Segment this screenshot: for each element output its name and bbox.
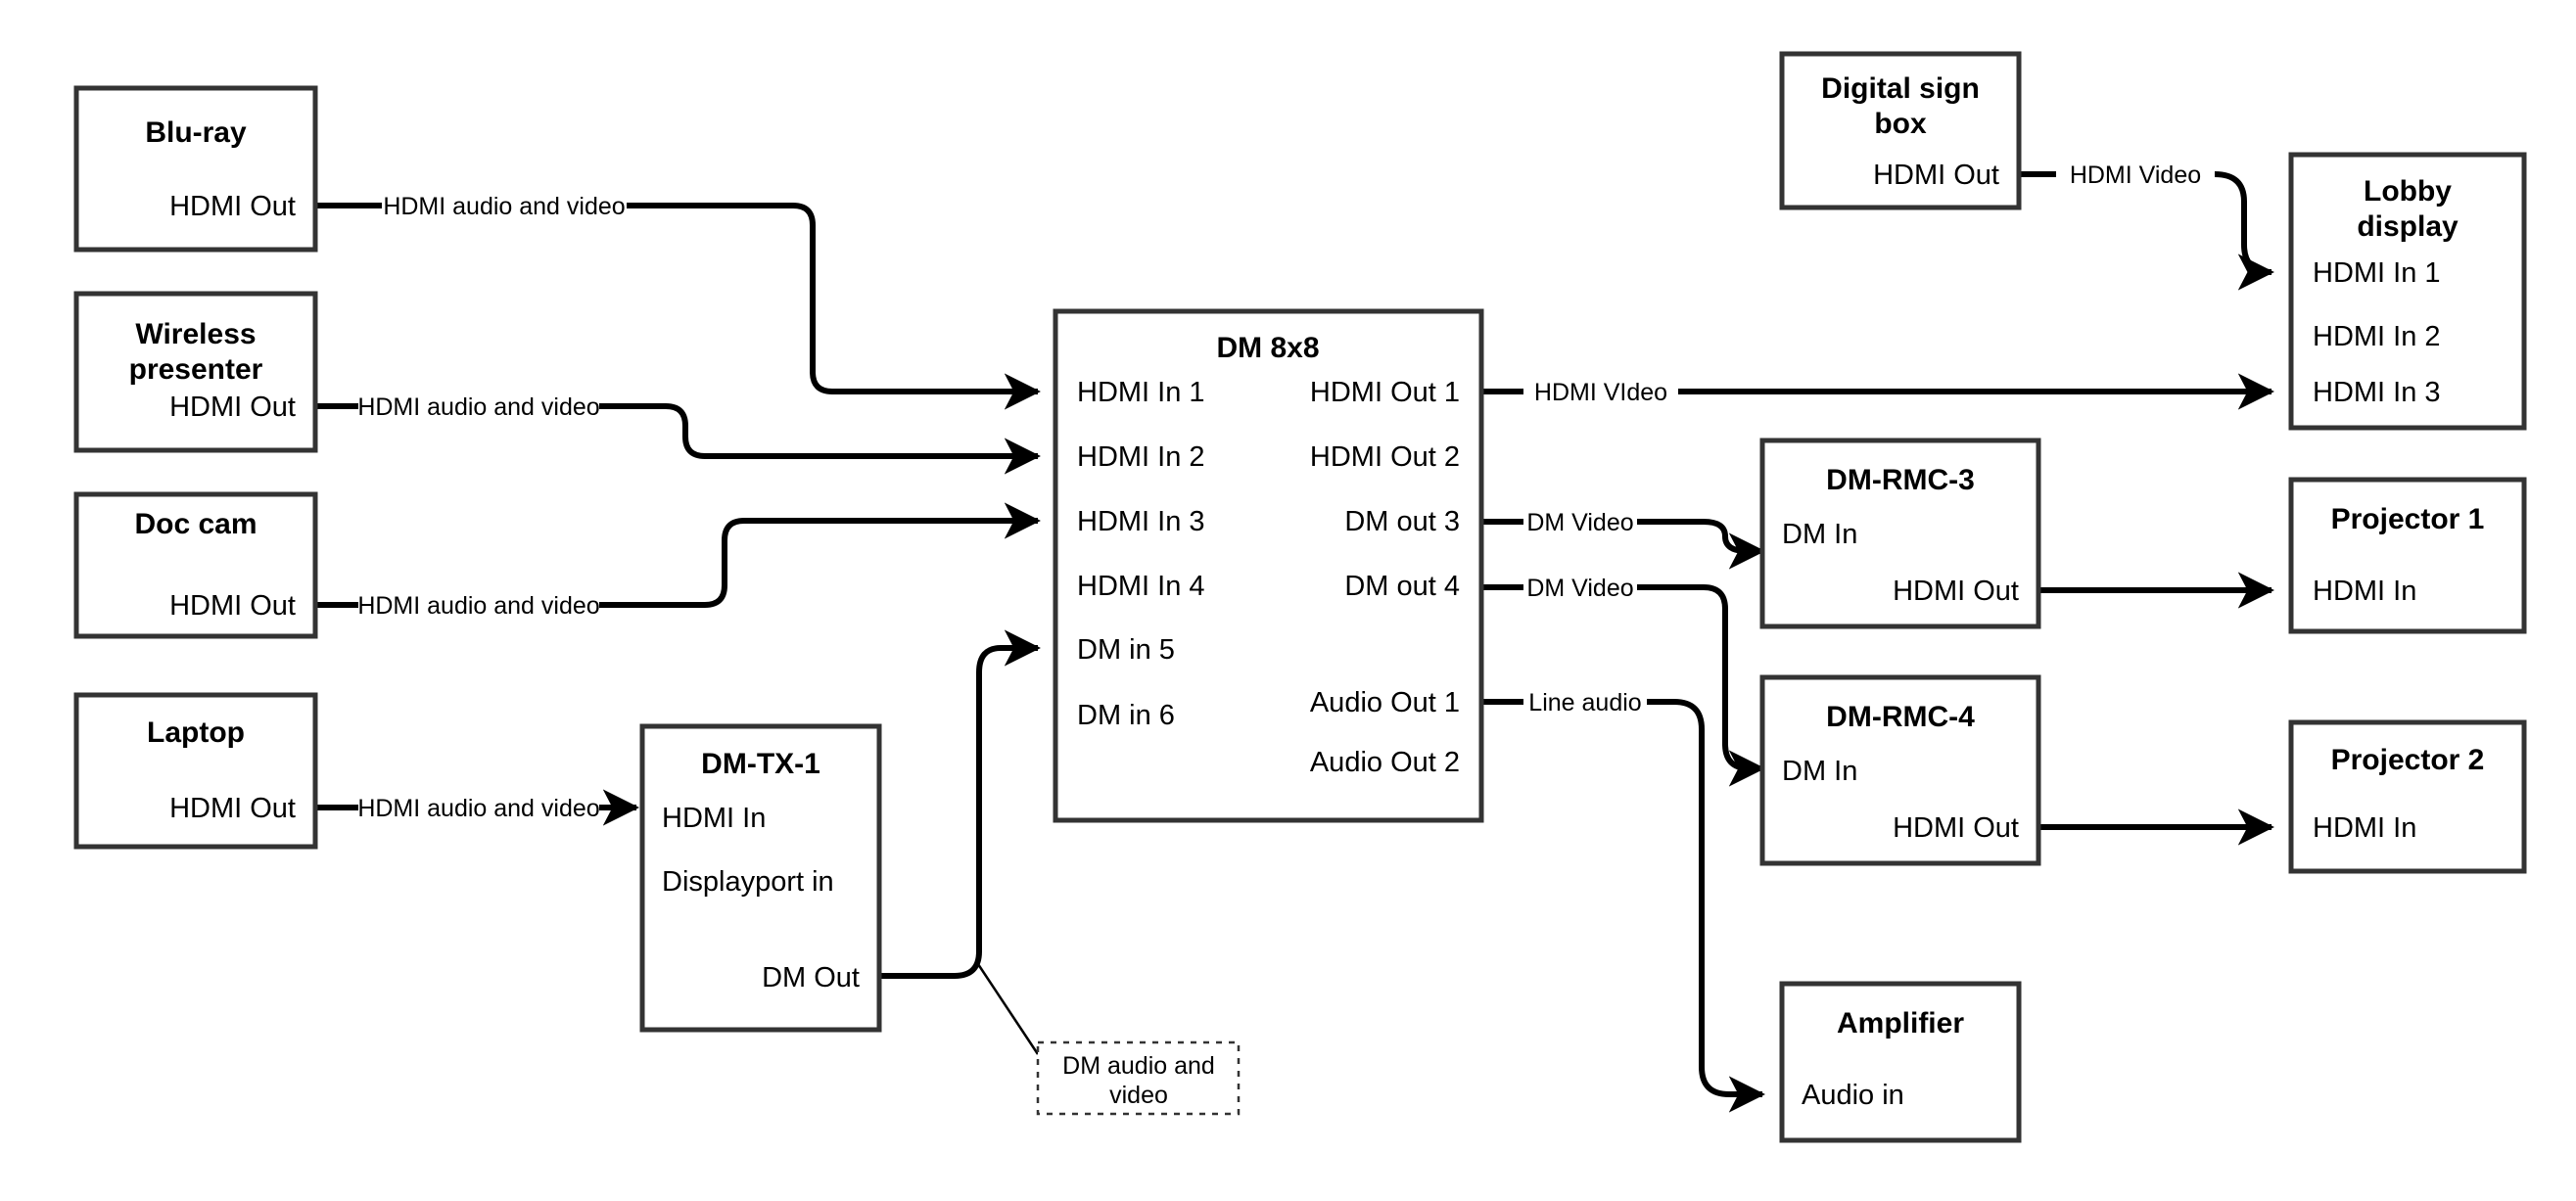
node-dm-rmc-3-title: DM-RMC-3 (1826, 464, 1975, 496)
node-dm-tx-1-port-dm-out: DM Out (762, 962, 860, 993)
edge-label-dm8x8-out1-to-lobby: HDMI VIdeo (1534, 379, 1667, 406)
node-dm-8x8-port-hdmi-in-1: HDMI In 1 (1077, 377, 1205, 408)
node-dm-8x8-port-hdmi-out-2: HDMI Out 2 (1310, 441, 1460, 473)
node-wireless-presenter[interactable]: Wireless presenter HDMI Out (73, 291, 318, 453)
node-bluray-box[interactable] (73, 85, 318, 253)
node-lobby-display-port-hdmi-in-2: HDMI In 2 (2313, 321, 2441, 352)
node-dm-rmc-3-port-dm-in: DM In (1782, 519, 1857, 550)
node-projector-2-box[interactable] (2288, 719, 2527, 874)
node-dm-8x8-port-dm-in-5: DM in 5 (1077, 634, 1175, 666)
node-doc-cam-port-hdmi-out: HDMI Out (169, 590, 296, 622)
node-dm-rmc-4-port-hdmi-out: HDMI Out (1893, 812, 2019, 844)
node-doc-cam-title: Doc cam (134, 508, 257, 540)
node-projector-1-box[interactable] (2288, 477, 2527, 634)
node-dm-8x8-port-dm-in-6: DM in 6 (1077, 700, 1175, 731)
node-wireless-presenter-title-line2: presenter (129, 353, 263, 386)
callout-dm-audio-and-video: DM audio and video (1036, 1040, 1241, 1116)
callout-leader-line (974, 960, 1040, 1055)
node-digital-sign-box-title-line2: box (1874, 108, 1927, 140)
node-bluray-port-hdmi-out: HDMI Out (169, 191, 296, 222)
node-dm-8x8-box[interactable] (1053, 308, 1484, 823)
node-bluray-title: Blu-ray (145, 116, 247, 149)
node-amplifier-port-audio-in: Audio in (1802, 1080, 1904, 1111)
node-lobby-display[interactable]: Lobby display HDMI In 1 HDMI In 2 HDMI I… (2288, 152, 2527, 431)
wire-dmtx1-to-dm8x8 (879, 629, 1041, 979)
node-dm-8x8-title: DM 8x8 (1216, 332, 1319, 364)
edge-label-dm8x8-out3-to-rmc3: DM Video (1526, 509, 1633, 536)
edge-label-dm8x8-out4-to-rmc4: DM Video (1526, 575, 1633, 602)
node-dm-rmc-3[interactable]: DM-RMC-3 DM In HDMI Out (1759, 438, 2041, 629)
node-projector-1-title: Projector 1 (2331, 503, 2485, 535)
edge-label-laptop-to-dmtx1: HDMI audio and video (357, 795, 599, 822)
wire-dm8x8-audio-to-amplifier (1481, 699, 1762, 1094)
node-lobby-display-title-line2: display (2357, 210, 2459, 243)
node-laptop-title: Laptop (147, 716, 245, 749)
wire-dm8x8-out3-to-rmc3 (1481, 522, 1762, 551)
edge-label-wireless-to-dm8x8: HDMI audio and video (357, 393, 599, 421)
node-dm-8x8-port-dm-out-3: DM out 3 (1344, 506, 1460, 537)
node-dm-8x8-port-hdmi-out-1: HDMI Out 1 (1310, 377, 1460, 408)
callout-dm-audio-and-video-line1: DM audio and (1062, 1052, 1215, 1080)
node-dm-8x8-port-audio-out-1: Audio Out 1 (1310, 687, 1460, 718)
node-projector-2[interactable]: Projector 2 HDMI In (2288, 719, 2527, 874)
node-dm-rmc-4-box[interactable] (1759, 674, 2041, 866)
node-wireless-presenter-title-line1: Wireless (135, 318, 256, 350)
node-dm-rmc-4-title: DM-RMC-4 (1826, 701, 1975, 733)
node-wireless-presenter-port-hdmi-out: HDMI Out (169, 392, 296, 423)
node-dm-tx-1-port-displayport-in: Displayport in (662, 866, 834, 898)
node-dm-8x8-port-hdmi-in-3: HDMI In 3 (1077, 506, 1205, 537)
node-amplifier[interactable]: Amplifier Audio in (1779, 981, 2022, 1143)
wire-bluray-to-dm8x8 (315, 203, 1038, 392)
node-laptop[interactable]: Laptop HDMI Out (73, 692, 318, 850)
node-bluray[interactable]: Blu-ray HDMI Out (73, 85, 318, 253)
node-laptop-port-hdmi-out: HDMI Out (169, 793, 296, 824)
node-digital-sign-box[interactable]: Digital sign box HDMI Out (1779, 51, 2022, 210)
node-projector-1[interactable]: Projector 1 HDMI In (2288, 477, 2527, 634)
node-doc-cam[interactable]: Doc cam HDMI Out (73, 491, 318, 639)
node-amplifier-title: Amplifier (1837, 1007, 1964, 1039)
node-dm-tx-1-port-hdmi-in: HDMI In (662, 803, 766, 834)
node-dm-rmc-3-port-hdmi-out: HDMI Out (1893, 576, 2019, 607)
node-dm-8x8-port-hdmi-in-4: HDMI In 4 (1077, 571, 1205, 602)
node-lobby-display-port-hdmi-in-3: HDMI In 3 (2313, 377, 2441, 408)
node-wireless-presenter-box[interactable] (73, 291, 318, 453)
edge-label-digitalsign-to-lobby: HDMI Video (2070, 162, 2201, 189)
wire-wireless-to-dm8x8 (315, 403, 1038, 456)
node-dm-tx-1-title: DM-TX-1 (701, 748, 820, 780)
callout-dm-audio-and-video-box (1036, 1040, 1241, 1116)
node-amplifier-box[interactable] (1779, 981, 2022, 1143)
wire-digitalsign-to-lobby (2019, 171, 2272, 272)
node-dm-rmc-3-box[interactable] (1759, 438, 2041, 629)
node-digital-sign-box-port-hdmi-out: HDMI Out (1873, 160, 1999, 191)
edge-label-doccam-to-dm8x8: HDMI audio and video (357, 592, 599, 620)
edge-label-dm8x8-audio-to-amplifier: Line audio (1528, 689, 1641, 716)
node-dm-rmc-4[interactable]: DM-RMC-4 DM In HDMI Out (1759, 674, 2041, 866)
node-lobby-display-title-line1: Lobby (2364, 175, 2452, 208)
node-dm-8x8-port-hdmi-in-2: HDMI In 2 (1077, 441, 1205, 473)
node-lobby-display-port-hdmi-in-1: HDMI In 1 (2313, 257, 2441, 289)
node-dm-tx-1[interactable]: DM-TX-1 HDMI In Displayport in DM Out (639, 723, 882, 1033)
node-digital-sign-box-title-line1: Digital sign (1821, 72, 1980, 105)
node-projector-1-port-hdmi-in: HDMI In (2313, 576, 2416, 607)
node-laptop-box[interactable] (73, 692, 318, 850)
node-doc-cam-box[interactable] (73, 491, 318, 639)
node-dm-8x8-port-dm-out-4: DM out 4 (1344, 571, 1460, 602)
node-digital-sign-box-box[interactable] (1779, 51, 2022, 210)
node-lobby-display-box[interactable] (2288, 152, 2527, 431)
callout-dm-audio-and-video-line2: video (1109, 1082, 1168, 1109)
node-dm-8x8-port-audio-out-2: Audio Out 2 (1310, 747, 1460, 778)
node-projector-2-title: Projector 2 (2331, 744, 2485, 776)
node-projector-2-port-hdmi-in: HDMI In (2313, 812, 2416, 844)
node-dm-rmc-4-port-dm-in: DM In (1782, 756, 1857, 787)
node-dm-8x8[interactable]: DM 8x8 HDMI In 1 HDMI In 2 HDMI In 3 HDM… (1053, 308, 1484, 823)
wire-doccam-to-dm8x8 (315, 521, 1038, 608)
wire-dm8x8-out4-to-rmc4 (1481, 584, 1762, 768)
edge-label-bluray-to-dm8x8: HDMI audio and video (383, 193, 625, 220)
node-dm-tx-1-box[interactable] (639, 723, 882, 1033)
